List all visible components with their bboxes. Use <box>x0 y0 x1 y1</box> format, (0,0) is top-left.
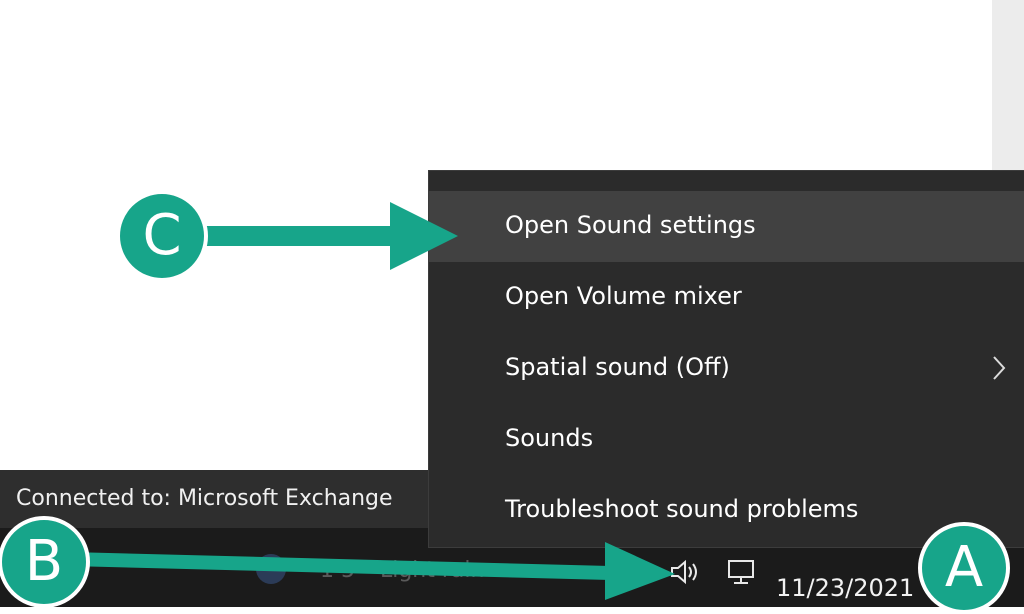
menu-item-troubleshoot[interactable]: Troubleshoot sound problems <box>429 475 1024 546</box>
callout-b-arrow <box>70 542 675 600</box>
menu-item-label: Spatial sound (Off) <box>505 353 730 381</box>
menu-item-open-sound-settings[interactable]: Open Sound settings <box>429 191 1024 262</box>
network-icon[interactable] <box>724 555 758 589</box>
status-bar: Connected to: Microsoft Exchange <box>0 470 432 528</box>
callout-b: B <box>0 516 90 608</box>
menu-item-label: Troubleshoot sound problems <box>505 495 859 523</box>
taskbar-date[interactable]: 11/23/2021 <box>776 574 915 602</box>
menu-item-open-volume-mixer[interactable]: Open Volume mixer <box>429 262 1024 333</box>
callout-c-arrow <box>190 202 458 270</box>
callout-a: A <box>918 522 1010 614</box>
menu-item-label: Sounds <box>505 424 594 452</box>
sound-context-menu: Open Sound settings Open Volume mixer Sp… <box>428 170 1024 548</box>
menu-item-spatial-sound[interactable]: Spatial sound (Off) <box>429 333 1024 404</box>
chevron-right-icon <box>993 356 1006 380</box>
callout-c: C <box>116 190 208 282</box>
status-text: Connected to: Microsoft Exchange <box>16 486 393 511</box>
scroll-strip <box>992 0 1024 175</box>
menu-item-label: Open Sound settings <box>505 211 756 239</box>
menu-item-sounds[interactable]: Sounds <box>429 404 1024 475</box>
speaker-icon[interactable] <box>668 555 702 589</box>
menu-item-label: Open Volume mixer <box>505 282 742 310</box>
